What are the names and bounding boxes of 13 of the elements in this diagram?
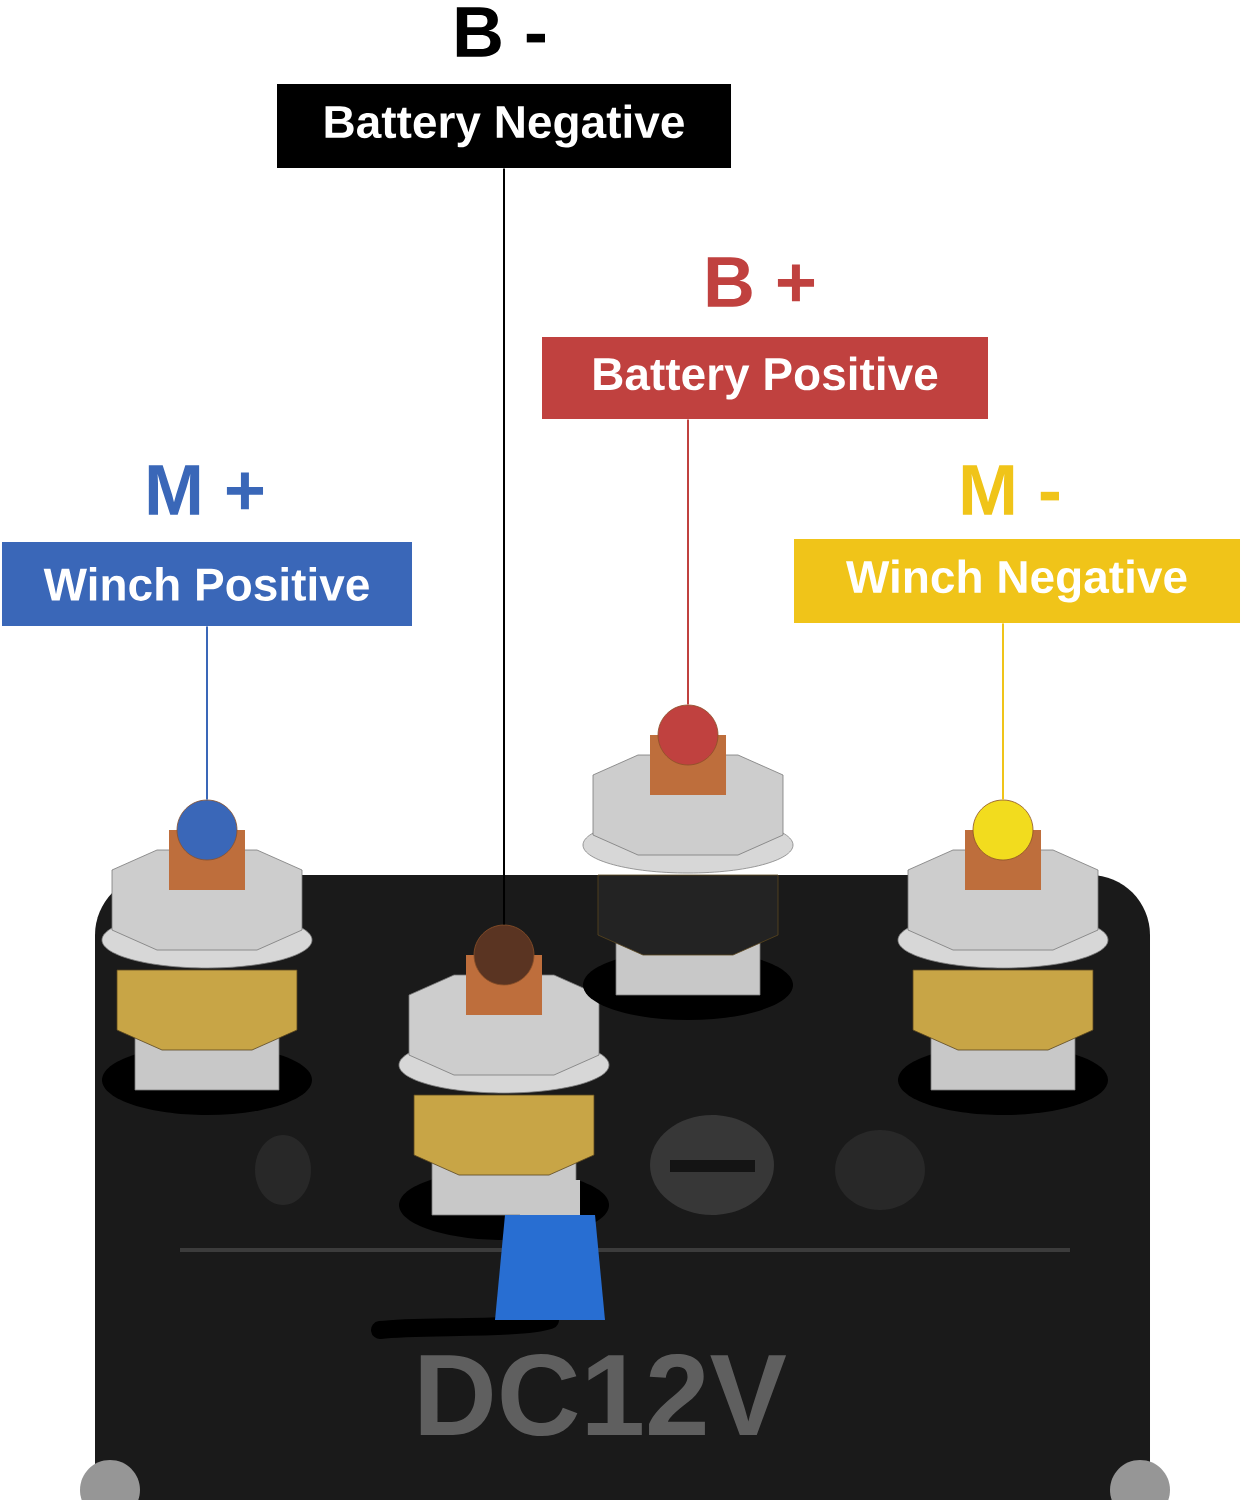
leader-line [687, 418, 689, 706]
terminal-cap [473, 924, 535, 986]
terminal-label: B - Battery Negative [277, 7, 731, 168]
terminal-label: M + Winch Positive [2, 465, 412, 626]
terminal-cap [972, 799, 1034, 861]
terminal-label: M - Winch Negative [794, 465, 1240, 623]
terminal-cap [657, 704, 719, 766]
leader-line [503, 167, 505, 926]
printed-text: DC12V [420, 1353, 787, 1437]
terminal-label: B + Battery Positive [542, 257, 988, 419]
leader-line [1002, 622, 1004, 801]
terminal-cap [176, 799, 238, 861]
leader-line [206, 625, 208, 801]
